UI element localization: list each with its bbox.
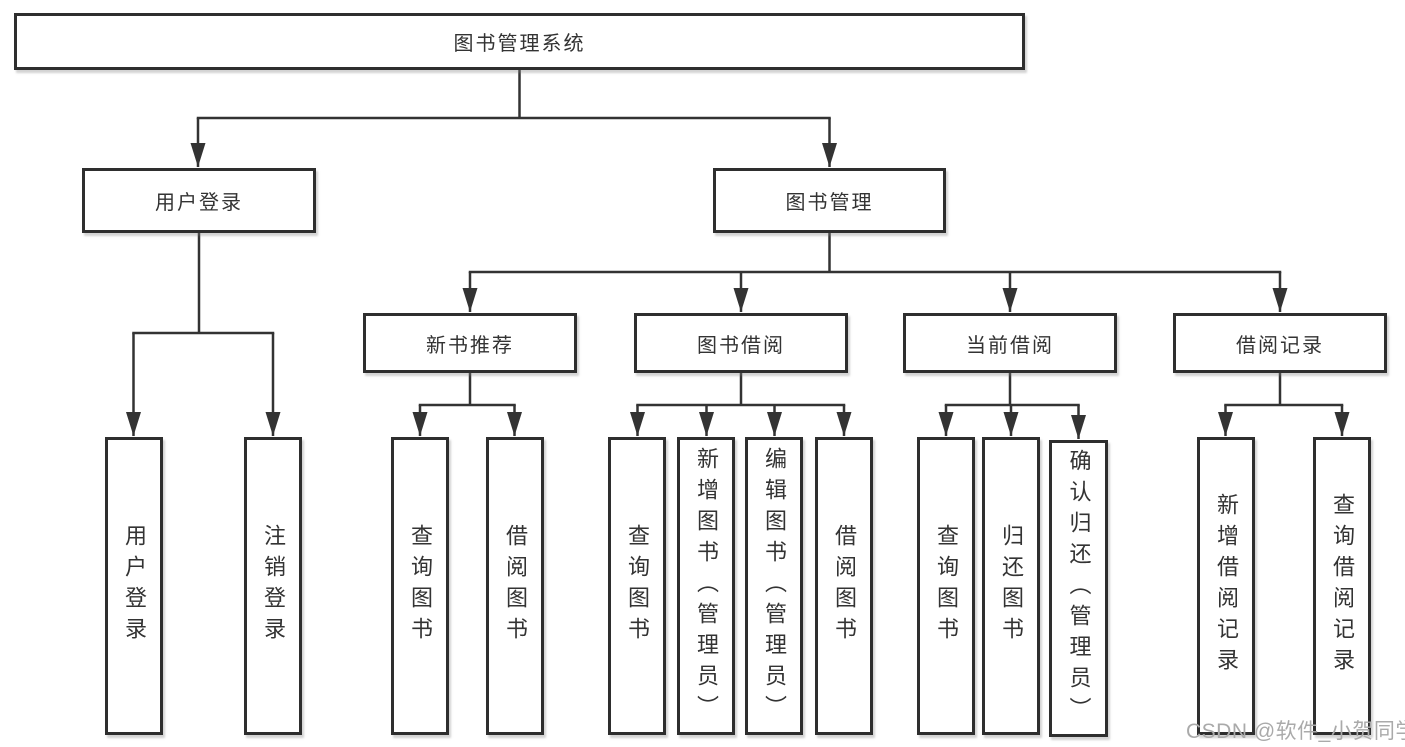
node-new-book-recommend-label: 新书推荐 <box>426 334 514 357</box>
node-logout-leaf: 注销登录 <box>244 437 302 735</box>
node-current-borrow: 当前借阅 <box>903 313 1117 373</box>
node-new-book-recommend: 新书推荐 <box>363 313 577 373</box>
edges-records <box>1218 373 1350 436</box>
node-root-label: 图书管理系统 <box>453 33 586 55</box>
node-newbook-query: 查询图书 <box>391 437 449 735</box>
node-borrow-add-label: 新增图书（管理员） <box>694 446 719 726</box>
edges-book-mgmt <box>462 233 1288 312</box>
node-borrow-edit: 编辑图书（管理员） <box>745 437 803 735</box>
edges-new-book <box>412 373 522 436</box>
node-borrow-records: 借阅记录 <box>1173 313 1387 373</box>
node-book-borrow: 图书借阅 <box>634 313 848 373</box>
node-current-query-label: 查询图书 <box>934 524 959 648</box>
edges-current <box>938 373 1086 439</box>
node-borrow-borrow-label: 借阅图书 <box>832 524 857 648</box>
node-current-confirm-label: 确认归还（管理员） <box>1066 449 1092 728</box>
node-borrow-query-label: 查询图书 <box>625 524 650 648</box>
node-logout-leaf-label: 注销登录 <box>261 524 286 648</box>
node-records-query-label: 查询借阅记录 <box>1330 493 1355 679</box>
node-user-login-leaf-label: 用户登录 <box>122 524 147 648</box>
edges-borrow <box>630 373 852 436</box>
node-borrow-borrow: 借阅图书 <box>815 437 873 735</box>
node-current-confirm: 确认归还（管理员） <box>1049 440 1108 737</box>
node-book-mgmt: 图书管理 <box>713 168 946 233</box>
node-newbook-borrow-label: 借阅图书 <box>503 524 528 648</box>
node-user-login-leaf: 用户登录 <box>105 437 163 735</box>
node-newbook-borrow: 借阅图书 <box>486 437 544 735</box>
node-current-return-label: 归还图书 <box>999 524 1024 648</box>
node-borrow-edit-label: 编辑图书（管理员） <box>762 446 787 726</box>
node-borrow-query: 查询图书 <box>608 437 666 735</box>
node-user-login: 用户登录 <box>82 168 316 233</box>
node-current-query: 查询图书 <box>917 437 975 735</box>
node-current-borrow-label: 当前借阅 <box>966 334 1054 357</box>
node-newbook-query-label: 查询图书 <box>408 524 433 648</box>
node-records-add-label: 新增借阅记录 <box>1214 493 1239 679</box>
edges-user-login <box>126 233 281 436</box>
node-borrow-add: 新增图书（管理员） <box>677 437 735 735</box>
node-records-add: 新增借阅记录 <box>1197 437 1255 735</box>
node-current-return: 归还图书 <box>982 437 1040 735</box>
node-borrow-records-label: 借阅记录 <box>1236 334 1324 357</box>
node-root: 图书管理系统 <box>14 13 1025 70</box>
node-user-login-label: 用户登录 <box>155 192 243 214</box>
csdn-watermark: CSDN @软件_小贺同学 <box>1186 720 1405 743</box>
node-book-mgmt-label: 图书管理 <box>785 192 874 214</box>
edges-root <box>190 70 837 167</box>
node-book-borrow-label: 图书借阅 <box>697 334 785 357</box>
node-records-query: 查询借阅记录 <box>1313 437 1371 735</box>
